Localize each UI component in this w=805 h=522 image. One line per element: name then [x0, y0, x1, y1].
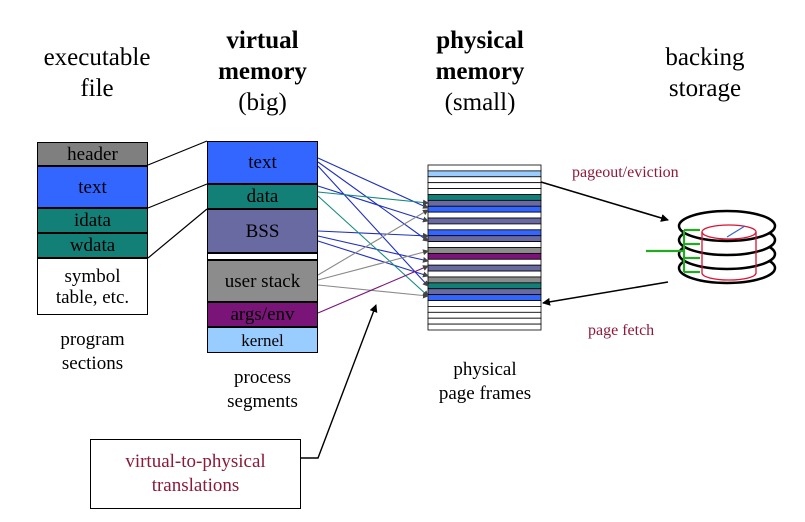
- page-frame: [427, 247, 542, 254]
- segment-data: data: [207, 184, 318, 209]
- page-frame: [427, 176, 542, 184]
- physical-memory-heading: physical memory (small): [435, 27, 525, 116]
- page-frame: [427, 211, 542, 219]
- executable-file-heading: executable file: [43, 44, 151, 102]
- program-sections-caption: program sections: [60, 329, 125, 374]
- page-frame: [427, 270, 542, 278]
- page-frame: [427, 217, 542, 225]
- disk-icon: [646, 209, 777, 285]
- virtual-memory-heading: virtual memory (big): [218, 27, 307, 116]
- section-wdata: wdata: [37, 233, 148, 258]
- page-frame: [427, 317, 542, 325]
- section-text: text: [37, 166, 148, 208]
- segment-args-env: args/env: [207, 302, 318, 327]
- segment-kernel: kernel: [207, 327, 318, 353]
- process-segments-caption: process segments: [227, 367, 298, 412]
- segment-bss: BSS: [207, 209, 318, 253]
- page-frame: [427, 182, 542, 189]
- page-frame: [427, 229, 542, 237]
- page-frame: [427, 282, 542, 290]
- page-frame: [427, 235, 542, 243]
- page-frame: [427, 164, 542, 172]
- section-symbol-table: symbol table, etc.: [37, 258, 148, 315]
- page-frame: [427, 311, 542, 319]
- page-fetch-label: page fetch: [588, 322, 655, 339]
- page-frame: [427, 288, 542, 296]
- page-frame: [427, 323, 542, 331]
- page-frame: [427, 188, 542, 195]
- pageout-label: pageout/eviction: [572, 164, 679, 181]
- page-frame: [427, 170, 542, 178]
- page-frame: [427, 199, 542, 207]
- page-frame: [427, 294, 542, 301]
- page-frame: [427, 264, 542, 272]
- page-frame: [427, 306, 542, 313]
- page-fetch-arrow: [542, 281, 669, 306]
- translations-pointer: [301, 304, 378, 459]
- translations-box: virtual-to-physical translations: [90, 439, 301, 509]
- segment-user-stack: user stack: [207, 260, 318, 302]
- section-to-segment-lines: [147, 140, 208, 259]
- page-frame: [427, 223, 542, 231]
- segment-gap: [207, 253, 318, 260]
- segment-text: text: [207, 141, 318, 184]
- page-frames-caption: physical page frames: [438, 359, 532, 404]
- translation-arrows: [317, 157, 429, 314]
- physical-page-frames: [427, 164, 542, 331]
- pageout-arrow: [540, 181, 669, 222]
- page-frame: [427, 300, 542, 307]
- page-frame: [427, 252, 542, 260]
- section-header: header: [37, 142, 148, 166]
- page-frame: [427, 258, 542, 266]
- backing-storage-heading: backing storage: [665, 44, 745, 102]
- section-idata: idata: [37, 208, 148, 233]
- page-frame: [427, 194, 542, 201]
- page-frame: [427, 205, 542, 213]
- page-frame: [427, 276, 542, 284]
- page-frame: [427, 241, 542, 248]
